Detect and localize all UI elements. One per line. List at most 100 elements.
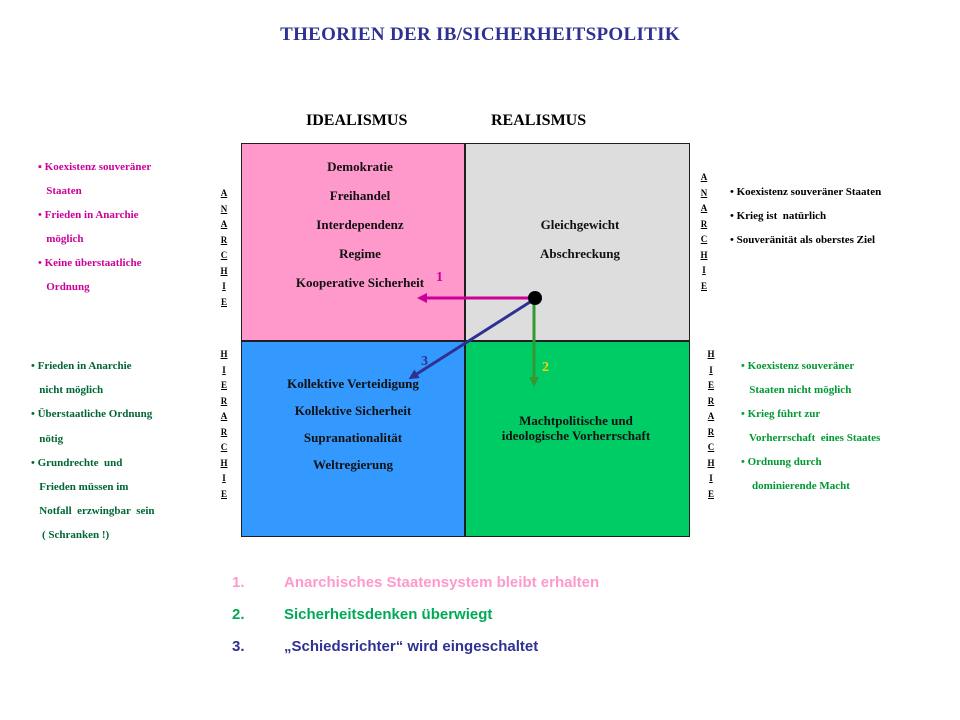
letter: I <box>222 364 226 375</box>
quadrant-text-top-right: Gleichgewicht Abschreckung <box>505 217 655 261</box>
letter: I <box>709 364 713 375</box>
note-line: dominierende Macht <box>741 480 850 492</box>
letter: R <box>707 395 715 406</box>
letter: A <box>220 219 228 229</box>
note-line: Ordnung <box>38 281 90 293</box>
letter: A <box>220 188 228 198</box>
note-line: • Souveränität als oberstes Ziel <box>730 234 876 246</box>
origin-dot <box>528 291 542 305</box>
letter: H <box>707 349 715 359</box>
legend-number: 1. <box>232 573 245 591</box>
quadrant-item: Regime <box>339 246 381 261</box>
legend-item-1: 1. Anarchisches Staatensystem bleibt erh… <box>232 566 599 598</box>
legend-list: 1. Anarchisches Staatensystem bleibt erh… <box>232 566 599 662</box>
letter: E <box>220 488 227 499</box>
arrow-label-2: 2 <box>542 360 549 375</box>
vertical-label-anarchie-right: A N A R C H I E <box>697 170 711 294</box>
note-line: möglich <box>38 233 84 245</box>
note-line: Frieden müssen im <box>31 481 129 494</box>
letter: A <box>707 411 715 421</box>
letter: I <box>222 281 226 291</box>
page-title: THEORIEN DER IB/SICHERHEITSPOLITIK <box>280 24 680 45</box>
note-line: ( Schranken !) <box>31 529 110 542</box>
note-line: Notfall erzwingbar sein <box>31 505 155 518</box>
letter: C <box>700 234 708 244</box>
letter: I <box>709 473 713 483</box>
legend-number: 2. <box>232 605 245 623</box>
note-line: ▪ Koexistenz souveräner <box>38 161 152 173</box>
letter: R <box>220 426 228 437</box>
arrow-label-1: 1 <box>436 270 443 285</box>
column-header-realismus: REALISMUS <box>491 112 587 129</box>
letter: R <box>220 395 228 406</box>
letter: R <box>700 218 708 229</box>
legend-text: Anarchisches Staatensystem bleibt erhalt… <box>284 573 600 591</box>
legend-item-2: 2. Sicherheitsdenken überwiegt <box>232 598 599 630</box>
note-line: Staaten nicht möglich <box>741 384 852 396</box>
note-line: Vorherrschaft eines Staates <box>741 432 881 444</box>
note-line: • Koexistenz souveräner <box>741 360 855 372</box>
legend-text: Sicherheitsdenken überwiegt <box>284 605 493 623</box>
letter: C <box>220 250 228 260</box>
arrow-label-3: 3 <box>421 354 428 369</box>
letter: A <box>700 203 708 213</box>
letter: I <box>702 265 706 275</box>
quadrant-item: Weltregierung <box>313 457 393 472</box>
letter: A <box>700 172 708 182</box>
note-line: nicht möglich <box>31 384 104 397</box>
note-line: • Überstaatliche Ordnung <box>31 408 153 421</box>
quadrant-item: Machtpolitische und ideologische Vorherr… <box>501 413 651 443</box>
note-line: • Frieden in Anarchie <box>38 209 139 221</box>
quadrant-item: Gleichgewicht <box>540 217 620 232</box>
letter: R <box>707 426 715 437</box>
note-line: • Krieg führt zur <box>741 408 821 420</box>
note-line: • Grundrechte und <box>31 456 123 469</box>
side-notes-bottom-right: • Koexistenz souveräner Staaten nicht mö… <box>741 354 880 498</box>
quadrant-text-bottom-right: Machtpolitische und ideologische Vorherr… <box>490 413 662 443</box>
letter: H <box>220 349 228 359</box>
letter: I <box>222 473 226 483</box>
arrow-3 <box>408 300 531 380</box>
letter: H <box>220 265 228 276</box>
quadrant-item: Kollektive Sicherheit <box>294 403 412 418</box>
quadrant-text-bottom-left: Kollektive Verteidigung Kollektive Siche… <box>278 376 428 484</box>
quadrant-realism-anarchy <box>465 143 690 341</box>
letter: H <box>707 457 715 468</box>
letter: N <box>220 203 228 214</box>
note-line: Staaten <box>38 185 82 197</box>
note-line: • Frieden in Anarchie <box>31 360 132 372</box>
side-notes-bottom-left: • Frieden in Anarchie nicht möglich • Üb… <box>31 354 155 548</box>
quadrant-item: Kooperative Sicherheit <box>295 275 425 290</box>
quadrant-realism-hierarchy <box>465 341 690 537</box>
letter: E <box>707 488 714 499</box>
quadrant-item: Demokratie <box>327 159 393 174</box>
vertical-label-hierarchie-right: H I E R A R C H I E <box>704 347 718 502</box>
letter: H <box>220 457 228 468</box>
vertical-label-anarchie-left: A N A R C H I E <box>217 186 231 310</box>
quadrant-item: Kollektive Verteidigung <box>287 376 419 391</box>
side-notes-top-right: • Koexistenz souveräner Staaten • Krieg … <box>730 180 881 252</box>
letter: A <box>220 411 228 421</box>
note-line: • Keine überstaatliche <box>38 257 142 269</box>
letter: C <box>707 442 715 452</box>
quadrant-item: Supranationalität <box>303 430 403 445</box>
quadrant-idealism-hierarchy <box>241 341 465 537</box>
letter: R <box>220 234 228 245</box>
quadrant-item: Freihandel <box>329 188 391 203</box>
note-line: • Ordnung durch <box>741 456 822 468</box>
legend-text: „Schiedsrichter“ wird eingeschaltet <box>284 637 539 655</box>
note-line: nötig <box>31 432 64 445</box>
column-header-idealismus: IDEALISMUS <box>306 112 408 129</box>
legend-number: 3. <box>232 637 245 655</box>
letter: E <box>220 296 227 307</box>
letter: C <box>220 442 228 452</box>
quadrant-item: Interdependenz <box>316 217 404 232</box>
quadrant-idealism-anarchy <box>241 143 465 341</box>
side-notes-top-left: ▪ Koexistenz souveräner Staaten • Friede… <box>38 155 151 299</box>
letter: E <box>707 380 714 390</box>
note-line: • Koexistenz souveräner Staaten <box>730 186 882 198</box>
legend-item-3: 3. „Schiedsrichter“ wird eingeschaltet <box>232 630 599 662</box>
quadrant-item: Abschreckung <box>540 246 620 261</box>
vertical-label-hierarchie-left: H I E R A R C H I E <box>217 347 231 502</box>
